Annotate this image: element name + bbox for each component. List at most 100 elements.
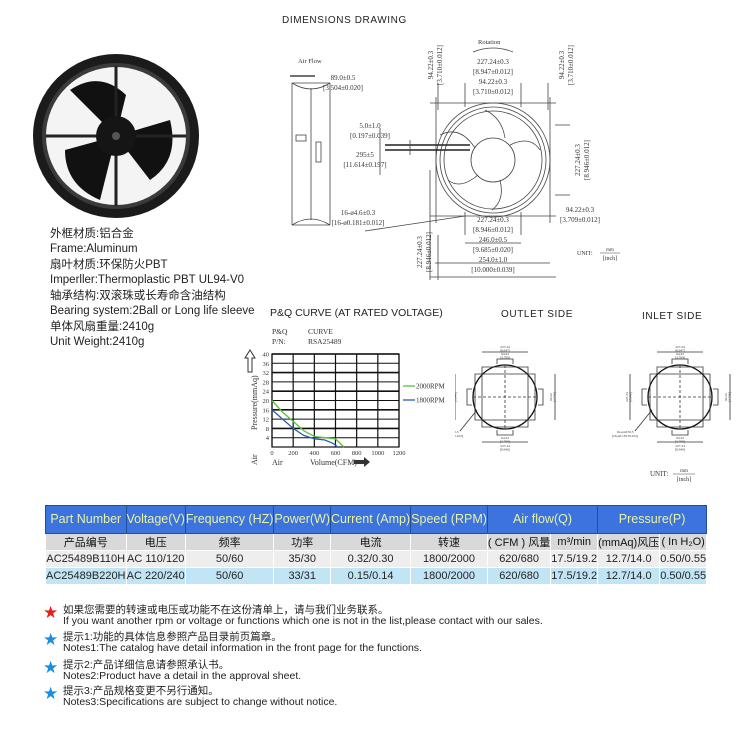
dim-label: 16-ø4.6±0.3 xyxy=(455,430,459,434)
y-tick-label: 36 xyxy=(263,361,270,368)
table-cell: 12.7/14.0 xyxy=(597,550,661,568)
y-tick-label: 32 xyxy=(263,370,270,377)
header-current: Current (Amp) xyxy=(329,505,412,534)
table-row: AC25489B220H AC 220/240 50/60 33/31 0.15… xyxy=(45,567,708,585)
dim-depth-inch: [3.504±0.020] xyxy=(323,84,363,92)
side-views: 227.24[8.947]94.22[3.709]94.22[3.709]227… xyxy=(455,345,732,483)
spec-impeller-cn: 扇叶材质:环保防火PBT xyxy=(50,259,168,271)
table-cell: 0.15/0.14 xyxy=(329,567,412,585)
y-tick-label: 8 xyxy=(266,426,269,433)
spec-table: Part Number Voltage(V) Frequency (HZ) Po… xyxy=(45,505,708,585)
dim-depth: 89.0±0.5 xyxy=(331,74,356,82)
dim-label: [3.709] xyxy=(675,440,685,444)
x-tick-label: 800 xyxy=(352,450,362,457)
dim-top-span: 227.24±0.3 xyxy=(477,58,509,66)
subheader-cell: ( CFM ) 风量 xyxy=(486,533,552,551)
y-tick-label: 12 xyxy=(263,417,270,424)
subheader-cell: 电压 xyxy=(125,533,186,551)
dim-left-span-inch: [8.946±0.012] xyxy=(425,232,433,272)
note-1-en: Notes1:The catalog have detail informati… xyxy=(63,642,422,654)
pn-value: RSA25489 xyxy=(308,337,342,346)
x-axis-label: Volume(CFM) xyxy=(310,458,357,467)
dim-lead-length-inch: [11.614±0.197] xyxy=(343,161,386,169)
note-3-cn: 提示3:产品规格变更不另行通知。 xyxy=(63,685,219,697)
x-tick-label: 600 xyxy=(331,450,341,457)
x-tick-label: 200 xyxy=(288,450,298,457)
series-line-1800RPM xyxy=(271,409,339,448)
unit-label: UNIT: xyxy=(577,251,593,257)
dim-label: [8.946] xyxy=(675,448,685,452)
table-cell: 1800/2000 xyxy=(410,567,488,585)
dim-holes-inch: [16-ø0.181±0.012] xyxy=(332,219,385,227)
header-voltage: Voltage(V) xyxy=(125,505,186,534)
dim-label: 94.22 xyxy=(501,436,509,440)
dim-holes: 16-ø4.6±0.3 xyxy=(341,209,376,217)
dim-left-v-inch: [3.710±0.012] xyxy=(436,45,444,85)
subheader-cell: 转速 xyxy=(410,533,488,551)
table-cell: 12.7/14.0 xyxy=(597,567,661,585)
dim-label: 94.22 xyxy=(549,393,553,401)
dim-label: [8.947] xyxy=(500,349,510,353)
spec-frame-cn: 外框材质:铝合金 xyxy=(50,228,134,240)
mount-frame xyxy=(474,366,536,428)
dim-label: 227.24 xyxy=(675,444,685,448)
series-line-2000RPM xyxy=(271,400,345,448)
dim-right-span-inch: [8.946±0.012] xyxy=(583,140,591,180)
table-cell: 35/30 xyxy=(273,550,331,568)
dim-label: 227.24 xyxy=(675,345,685,349)
spec-weight-cn: 单体风扇重量:2410g xyxy=(50,321,155,333)
unit-mm: mm xyxy=(606,248,614,253)
dim-label: [8.947] xyxy=(675,349,685,353)
blue-star-icon: ★ xyxy=(43,684,59,703)
table-row: AC25489B110H AC 110/120 50/60 35/30 0.32… xyxy=(45,550,708,568)
inlet-side-drawing: 227.24[8.947]94.22[3.709]94.22[3.709]227… xyxy=(612,345,732,452)
dim-outer: 254.0±1.0 xyxy=(479,256,508,264)
header-frequency: Frequency (HZ) xyxy=(184,505,275,534)
table-cell: 0.50/0.55 xyxy=(659,567,708,585)
y-tick-label: 40 xyxy=(263,352,270,359)
dim-right-v: 94.22±0.3 xyxy=(558,50,566,79)
unit-inch: [inch] xyxy=(603,256,617,262)
dim-top-inner: 94.22±0.3 xyxy=(479,78,508,86)
blue-star-icon: ★ xyxy=(43,658,59,677)
subheader-cell: 电流 xyxy=(329,533,412,551)
dim-label: [8.946] xyxy=(455,392,458,402)
dim-label: 94.22 xyxy=(724,393,728,401)
rotation-label: Rotation xyxy=(478,39,501,46)
dim-label: [3.710] xyxy=(553,392,557,402)
dim-label: [16-ø0.181±0.012] xyxy=(455,434,463,438)
unit-inch: [inch] xyxy=(677,477,691,483)
legend-label: 1800RPM xyxy=(416,397,446,405)
subheader-cell: (mmAq)风压 xyxy=(597,533,661,551)
dim-lead-strip-inch: [0.197±0.039] xyxy=(350,132,390,140)
table-cell: 50/60 xyxy=(184,567,275,585)
y-tick-label: 28 xyxy=(263,379,270,386)
dim-diameter: 246.0±0.5 xyxy=(479,236,508,244)
dim-label: 227.24 xyxy=(500,345,510,349)
dim-bottom-span: 227.24±0.3 xyxy=(477,216,509,224)
dim-label: 16-ø4.6±0.3 xyxy=(616,430,633,434)
dim-lead-strip: 5.0±1.0 xyxy=(359,122,381,130)
table-cell: 1800/2000 xyxy=(410,550,488,568)
y-axis-label: Pressure(mmAq) xyxy=(250,375,259,430)
table-cell: 620/680 xyxy=(486,567,552,585)
outlet-side-title: OUTLET SIDE xyxy=(501,309,573,320)
table-cell: AC25489B220H xyxy=(45,567,127,585)
pn-label: P/N: xyxy=(272,337,286,346)
header-part-number: Part Number xyxy=(45,505,127,534)
inlet-side-title: INLET SIDE xyxy=(642,311,703,322)
air-label: Air xyxy=(272,458,283,467)
legend-label: 2000RPM xyxy=(416,383,446,391)
blue-star-icon: ★ xyxy=(43,630,59,649)
y-axis-arrow-icon xyxy=(244,349,256,373)
subheader-cell: 频率 xyxy=(184,533,275,551)
note-contact-en: If you want another rpm or voltage or fu… xyxy=(63,615,543,627)
dimensions-drawing: Air Flow Rotation 89.0±0.5 [3.504±0.020]… xyxy=(290,39,620,280)
dimensions-title: DIMENSIONS DRAWING xyxy=(282,15,407,26)
note-1-cn: 提示1:功能的具体信息参照产品目录前页篇章。 xyxy=(63,631,282,643)
dim-top-span-inch: [8.947±0.012] xyxy=(473,68,513,76)
curve-label: CURVE xyxy=(308,327,333,336)
dim-label: [3.709] xyxy=(500,356,510,360)
table-cell: AC25489B110H xyxy=(45,550,127,568)
dim-left-span: 227.24±0.3 xyxy=(416,236,424,268)
